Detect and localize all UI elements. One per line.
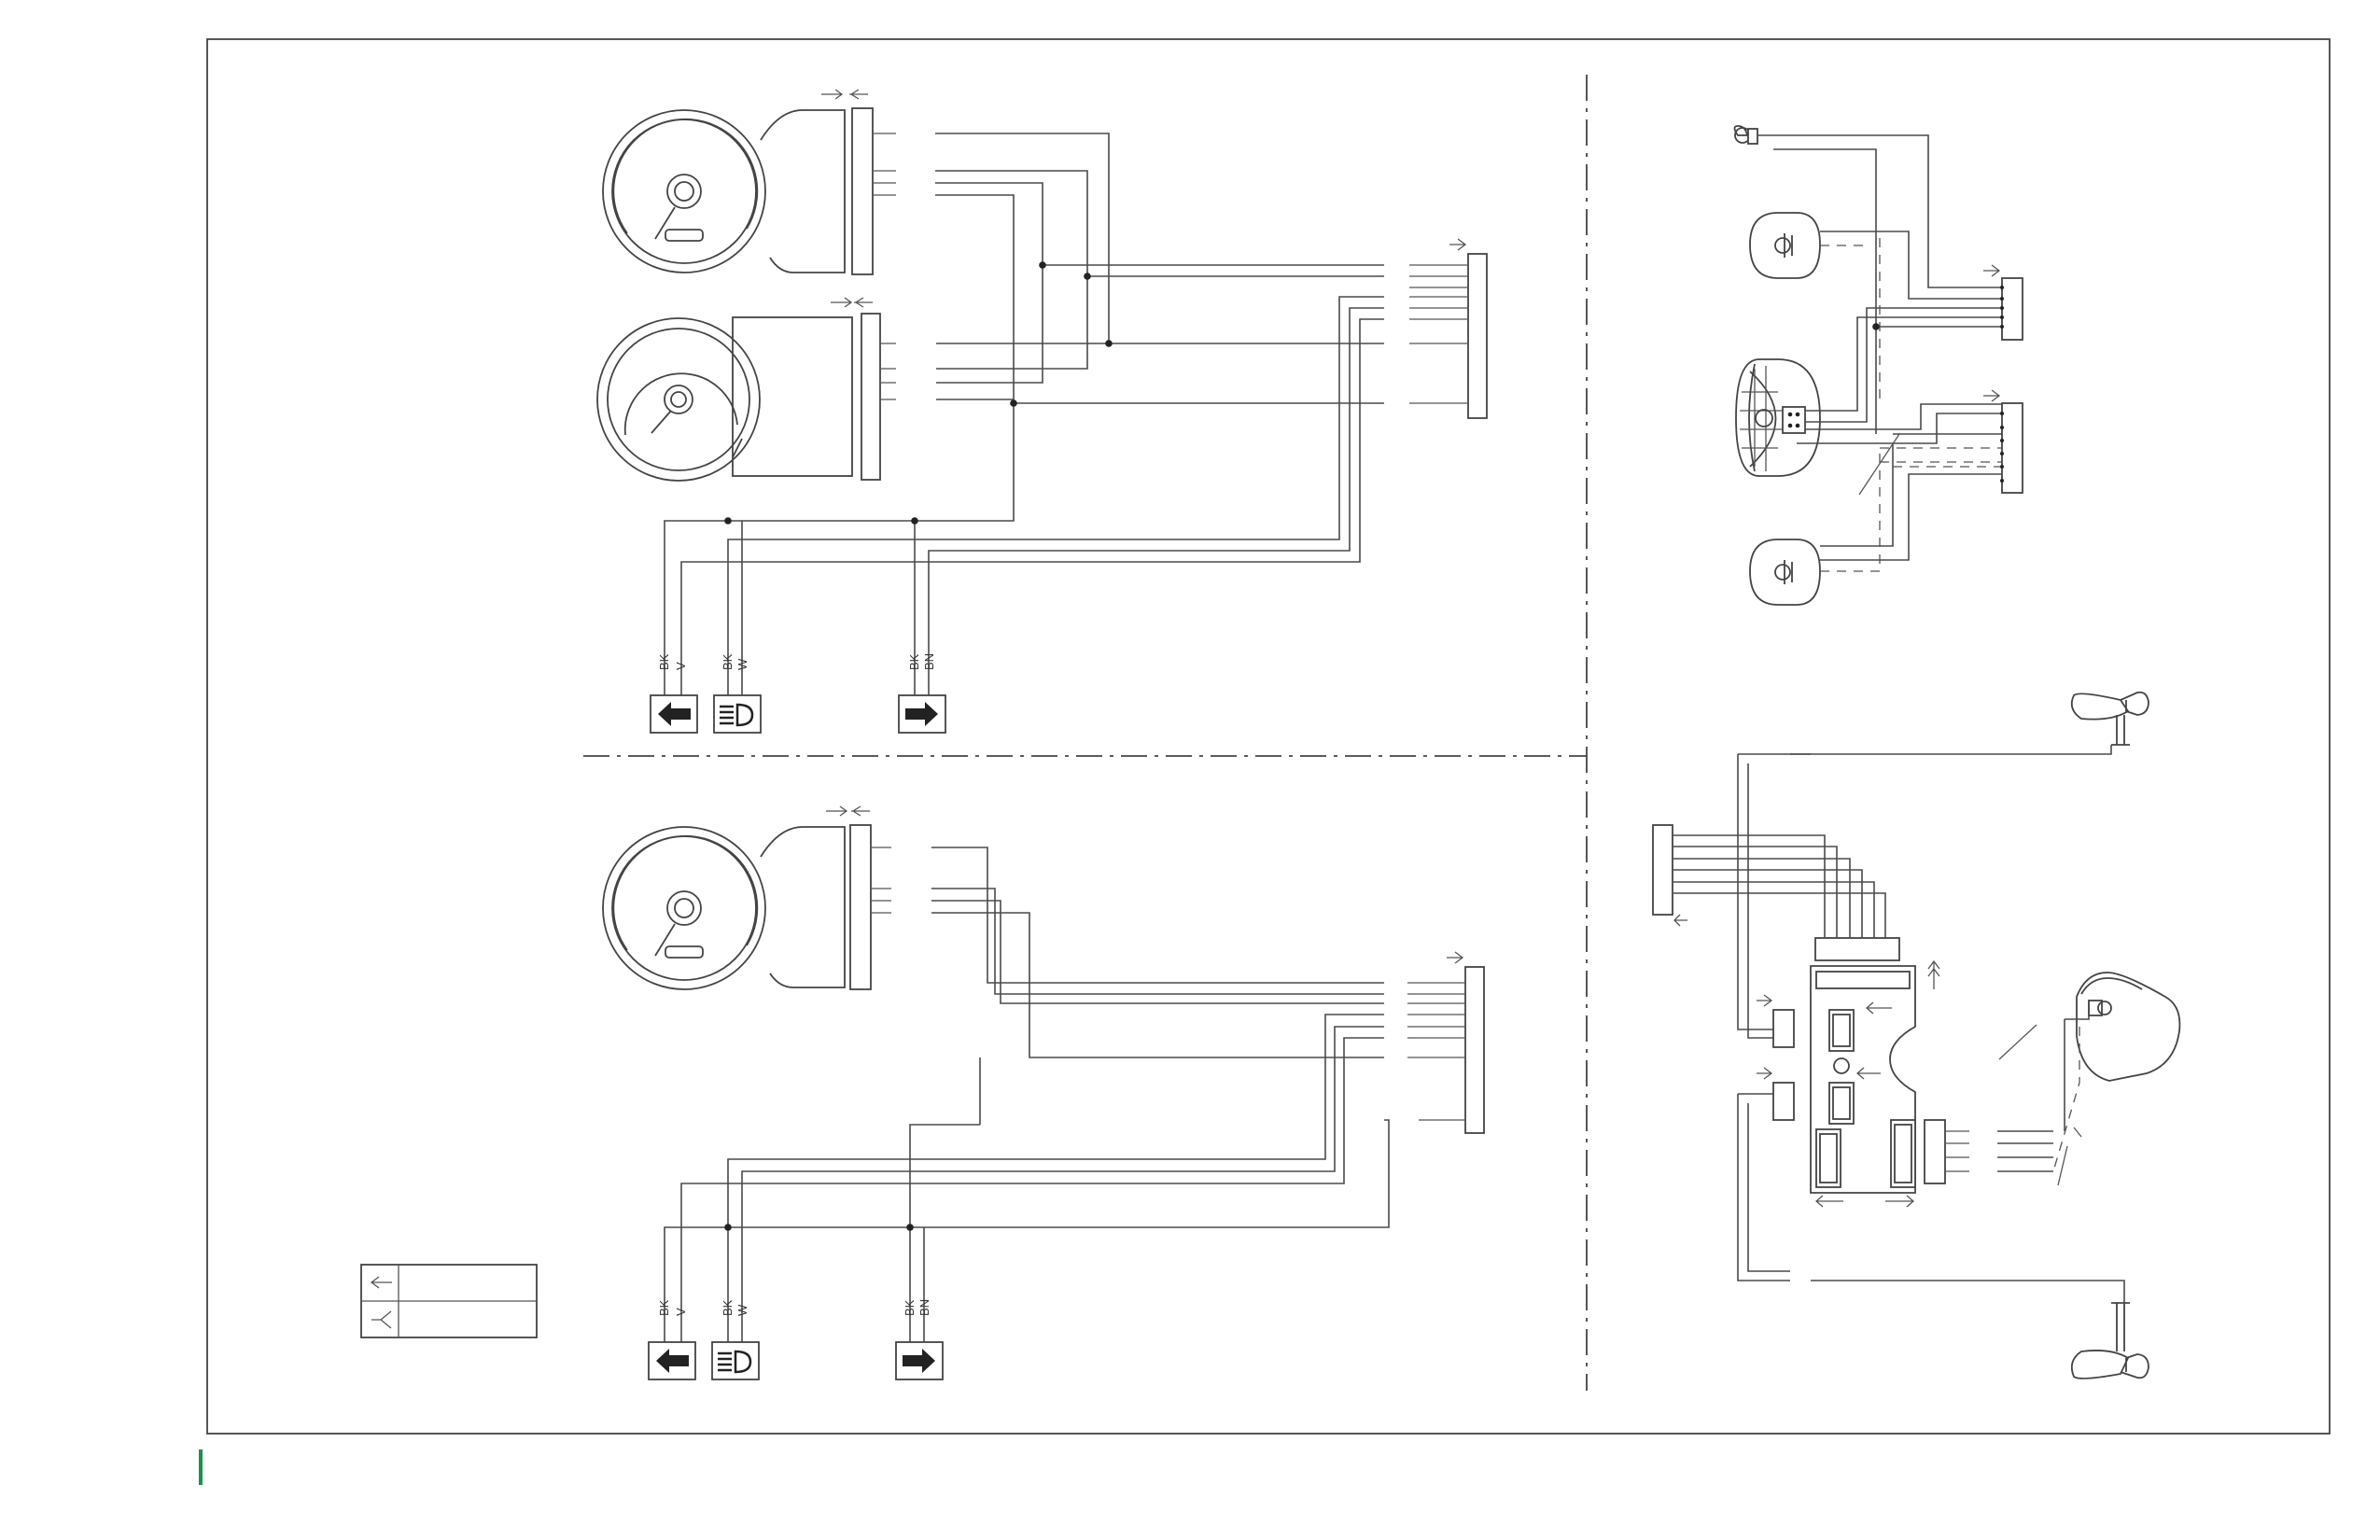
high-beam-indicator-upper (713, 694, 762, 734)
turn-signal-rear-right (2070, 1302, 2149, 1379)
right-arrow-icon (905, 702, 938, 726)
turn-left-indicator-upper (650, 694, 698, 734)
cluster-connector-upper (1983, 264, 2023, 341)
high-beam-indicator-lower (711, 1341, 760, 1380)
high-beam-icon (720, 703, 754, 727)
switch-wiring (1673, 745, 2125, 1303)
pins-upper-tacho (880, 343, 896, 400)
position-lamp-upper (1749, 212, 1821, 279)
pins-lower-speedo (871, 847, 891, 914)
diagram-frame (206, 38, 2331, 1435)
connector-symbol-upper-2 (831, 297, 873, 308)
upper-left-turn-wire (664, 665, 682, 695)
left-arrow-icon (656, 1349, 689, 1373)
main-headlight (1735, 358, 1821, 477)
lower-harness (664, 847, 1390, 1307)
tachometer-upper (596, 313, 881, 482)
lower-junction-dots (724, 1224, 914, 1231)
cluster-connector-lower (1983, 389, 2023, 494)
rear-lamp-unit (1998, 972, 2181, 1186)
small-bulb-top (1733, 125, 1758, 145)
switch-small-connector-lower (1757, 1067, 1795, 1121)
upper-right-turn-wire (914, 665, 930, 695)
wire-label-upper-right-turn-bn: BN (922, 653, 936, 670)
turn-left-indicator-lower (648, 1341, 696, 1380)
wire-label-lower-right-turn-bk: BK (903, 1299, 917, 1316)
connector-symbol-lower (826, 805, 870, 817)
switch-small-connector-upper (1757, 994, 1795, 1048)
upper-harness-connector (1409, 238, 1488, 419)
wire-label-upper-headlight-w: W (735, 658, 749, 670)
wire-label-lower-left-turn-bk: BK (657, 1299, 671, 1316)
wire-label-lower-headlight-bk: BK (721, 1299, 735, 1316)
cluster-junction-dot (1872, 323, 1880, 330)
lower-left-turn-wire (664, 1307, 682, 1342)
right-arrow-icon (903, 1349, 935, 1373)
wire-label-lower-right-turn-bn: BN (917, 1299, 931, 1316)
high-beam-icon (718, 1350, 752, 1374)
accent-bar (199, 1449, 203, 1485)
lamp-cluster-wiring (1757, 134, 2007, 572)
female-connector-icon (371, 1310, 392, 1329)
handlebar-switch-unit (1810, 937, 1940, 1208)
wire-label-upper-left-turn-v: V (674, 662, 688, 670)
wire-label-upper-headlight-bk: BK (721, 653, 735, 670)
lower-harness-connector (1407, 951, 1485, 1134)
upper-harness (664, 133, 1384, 665)
position-lamp-lower (1749, 539, 1821, 606)
upper-headlight-wire (727, 665, 743, 695)
left-arrow-icon (658, 702, 691, 726)
turn-right-indicator-lower (895, 1341, 944, 1380)
wire-label-upper-right-turn-bk: BK (907, 653, 921, 670)
switch-side-connector (1924, 1119, 2053, 1184)
male-connector-icon (370, 1276, 392, 1289)
connector-legend (360, 1264, 538, 1338)
wire-label-upper-left-turn-bk: BK (657, 653, 671, 670)
connector-symbol-upper-1 (821, 89, 868, 100)
wire-label-lower-headlight-w: W (735, 1304, 749, 1316)
turn-right-indicator-upper (898, 694, 946, 734)
upper-junction-dots (724, 261, 1113, 525)
speedometer-upper (602, 107, 874, 275)
switch-harness-connector (1652, 824, 1687, 927)
wire-label-lower-left-turn-v: V (674, 1308, 688, 1316)
pins-upper-speedo (873, 133, 896, 196)
turn-signal-front-right (2070, 691, 2149, 746)
lower-headlight-wire (727, 1307, 743, 1342)
speedometer-lower (602, 824, 872, 990)
lower-right-turn-wire (909, 1307, 925, 1342)
